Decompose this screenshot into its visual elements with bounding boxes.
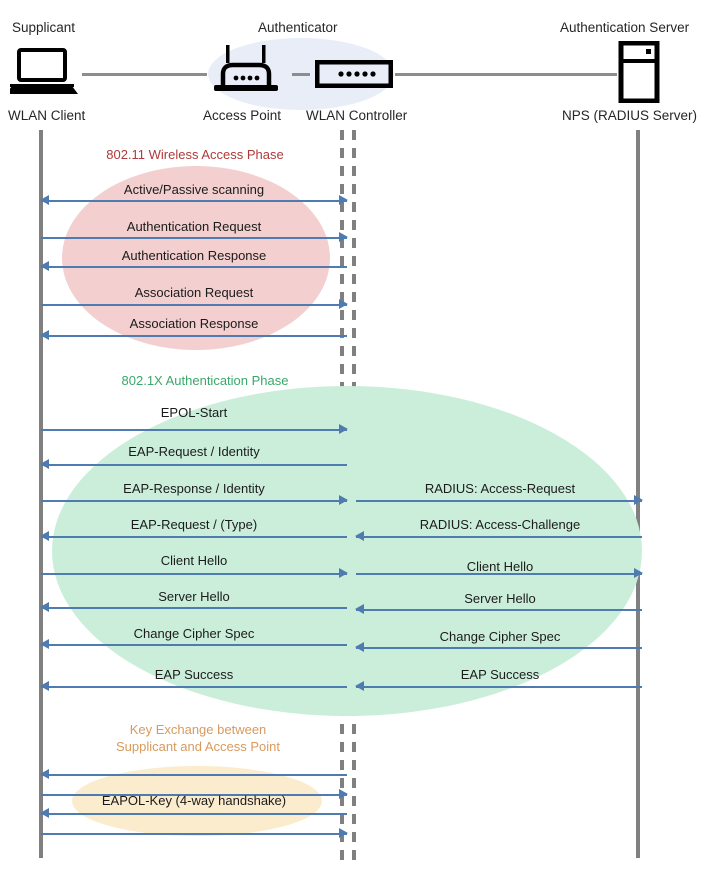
message-arrow	[41, 568, 348, 579]
message-arrow	[40, 261, 347, 272]
message-arrow	[41, 789, 348, 800]
arrowhead-left-icon	[355, 681, 364, 691]
message-arrow	[40, 769, 347, 780]
arrowhead-right-icon	[339, 195, 348, 205]
message-label: Client Hello	[466, 559, 534, 574]
arrowhead-right-icon	[339, 299, 348, 309]
device-label-nps-radius-server: NPS (RADIUS Server)	[562, 108, 698, 123]
message-label: Client Hello	[160, 553, 228, 568]
message-arrow	[356, 568, 643, 579]
message-label: Server Hello	[464, 591, 536, 606]
message-label: Change Cipher Spec	[439, 629, 561, 644]
phase-802-1x-caption-line: 802.1X Authentication Phase	[121, 373, 289, 388]
message-label: Authentication Response	[121, 248, 267, 263]
message-arrow	[355, 531, 642, 542]
lifeline-authentication-server	[636, 130, 640, 858]
message-label: Active/Passive scanning	[123, 182, 265, 197]
arrowhead-right-icon	[339, 789, 348, 799]
message-arrow	[355, 681, 642, 692]
message-arrow	[356, 495, 643, 506]
access-point-icon	[213, 44, 279, 101]
message-arrow	[40, 459, 347, 470]
phase-802-11-caption-line: 802.11 Wireless Access Phase	[106, 147, 284, 162]
arrowhead-left-icon	[40, 602, 49, 612]
arrowhead-left-icon	[40, 531, 49, 541]
phase-key-exchange-ellipse	[72, 766, 322, 836]
message-label: Change Cipher Spec	[133, 626, 255, 641]
message-label: Server Hello	[158, 589, 230, 604]
phase-802-11-ellipse	[62, 166, 330, 350]
link-controller-server	[395, 73, 617, 76]
message-arrow	[40, 531, 347, 542]
arrowhead-right-icon	[634, 568, 643, 578]
laptop-icon	[6, 48, 80, 101]
message-label: EAP Success	[460, 667, 540, 682]
arrowhead-right-icon	[339, 424, 348, 434]
message-label: EAP-Request / Identity	[128, 444, 260, 459]
message-label: RADIUS: Access-Request	[424, 481, 576, 496]
arrowhead-right-icon	[339, 568, 348, 578]
wlan-controller-icon	[314, 59, 394, 93]
message-arrow	[41, 195, 348, 206]
arrowhead-left-icon	[40, 769, 49, 779]
message-arrow	[41, 424, 348, 435]
message-arrow	[41, 828, 348, 839]
device-label-wlan-controller: WLAN Controller	[306, 108, 408, 123]
arrowhead-right-icon	[634, 495, 643, 505]
message-label: Association Response	[129, 316, 259, 331]
arrowhead-right-icon	[339, 232, 348, 242]
message-label: Authentication Request	[126, 219, 262, 234]
arrowhead-left-icon	[40, 261, 49, 271]
message-arrow	[355, 642, 642, 653]
message-arrow	[41, 232, 348, 243]
arrowhead-left-icon	[40, 330, 49, 340]
message-arrow	[40, 681, 347, 692]
message-arrow	[40, 330, 347, 341]
device-label-access-point: Access Point	[203, 108, 282, 123]
arrowhead-left-icon	[40, 808, 49, 818]
lifeline-supplicant	[39, 130, 43, 858]
message-label: Association Request	[134, 285, 254, 300]
message-arrow	[41, 299, 348, 310]
arrowhead-left-icon	[355, 604, 364, 614]
arrowhead-left-icon	[40, 459, 49, 469]
message-arrow	[40, 602, 347, 613]
message-label: EAP-Request / (Type)	[130, 517, 258, 532]
phase-key-exchange-caption-line: Supplicant and Access Point	[115, 739, 281, 754]
arrowhead-right-icon	[339, 828, 348, 838]
phase-802-11-caption: 802.11 Wireless Access Phase	[60, 146, 330, 163]
message-label: EAPOL-Key (4-way handshake)	[101, 793, 287, 808]
message-label: EAP Success	[154, 667, 234, 682]
message-label: EPOL-Start	[160, 405, 228, 420]
message-label: EAP-Response / Identity	[123, 481, 265, 496]
server-icon	[618, 40, 660, 108]
arrowhead-left-icon	[355, 642, 364, 652]
role-title-authentication-server: Authentication Server	[560, 20, 690, 35]
message-arrow	[40, 808, 347, 819]
phase-802-1x-caption: 802.1X Authentication Phase	[60, 372, 350, 389]
link-ap-controller	[292, 73, 310, 76]
phase-key-exchange-caption-line: Key Exchange between	[129, 722, 267, 737]
role-title-authenticator: Authenticator	[258, 20, 338, 35]
device-label-wlan-client: WLAN Client	[8, 108, 86, 123]
message-arrow	[40, 639, 347, 650]
message-arrow	[355, 604, 642, 615]
phase-802-1x-ellipse	[52, 386, 642, 716]
role-title-supplicant: Supplicant	[12, 20, 76, 35]
arrowhead-right-icon	[339, 495, 348, 505]
arrowhead-left-icon	[355, 531, 364, 541]
arrowhead-left-icon	[40, 681, 49, 691]
phase-key-exchange-caption: Key Exchange between Supplicant and Acce…	[58, 721, 338, 755]
link-client-ap	[82, 73, 207, 76]
message-label: RADIUS: Access-Challenge	[419, 517, 581, 532]
message-arrow	[41, 495, 348, 506]
arrowhead-left-icon	[40, 639, 49, 649]
